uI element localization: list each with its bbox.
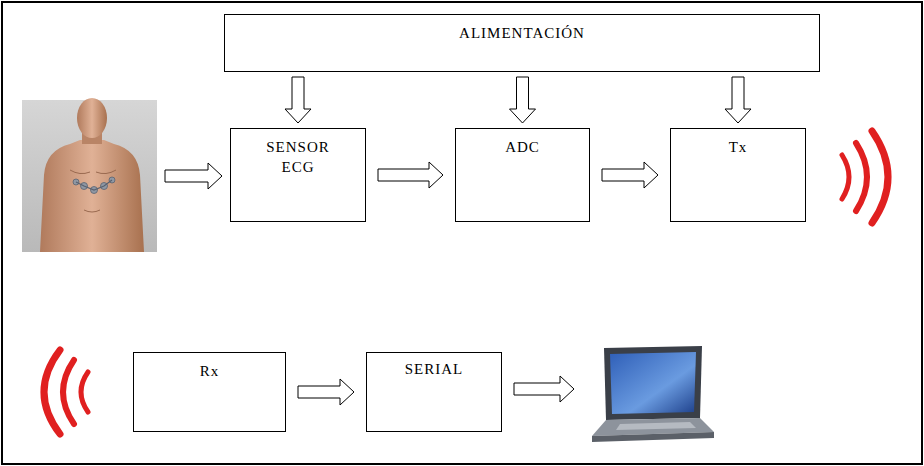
- process-box: SENSOR ECG: [230, 128, 366, 222]
- block-arrow: [510, 77, 536, 123]
- block-arrow: [725, 77, 751, 123]
- box-label: SENSOR ECG: [253, 137, 343, 177]
- box-label: Tx: [729, 137, 748, 157]
- patient-illustration: [22, 98, 157, 252]
- block-arrow: [378, 162, 443, 188]
- radio-waves: [842, 131, 888, 223]
- laptop-illustration: [592, 346, 714, 442]
- block-arrow: [298, 379, 354, 405]
- box-label: Rx: [200, 361, 220, 381]
- box-label: SERIAL: [405, 359, 464, 379]
- process-box: ALIMENTACIÓN: [224, 14, 820, 72]
- process-box: Tx: [670, 128, 806, 222]
- box-label: ADC: [505, 137, 540, 157]
- block-arrow: [285, 77, 311, 123]
- block-arrow: [602, 162, 658, 188]
- box-label: ALIMENTACIÓN: [459, 23, 585, 43]
- process-box: SERIAL: [366, 352, 502, 432]
- output-arrow: [514, 376, 574, 402]
- radio-waves: [44, 350, 88, 434]
- process-box: Rx: [133, 352, 286, 432]
- input-arrow: [165, 163, 222, 189]
- process-box: ADC: [455, 128, 590, 222]
